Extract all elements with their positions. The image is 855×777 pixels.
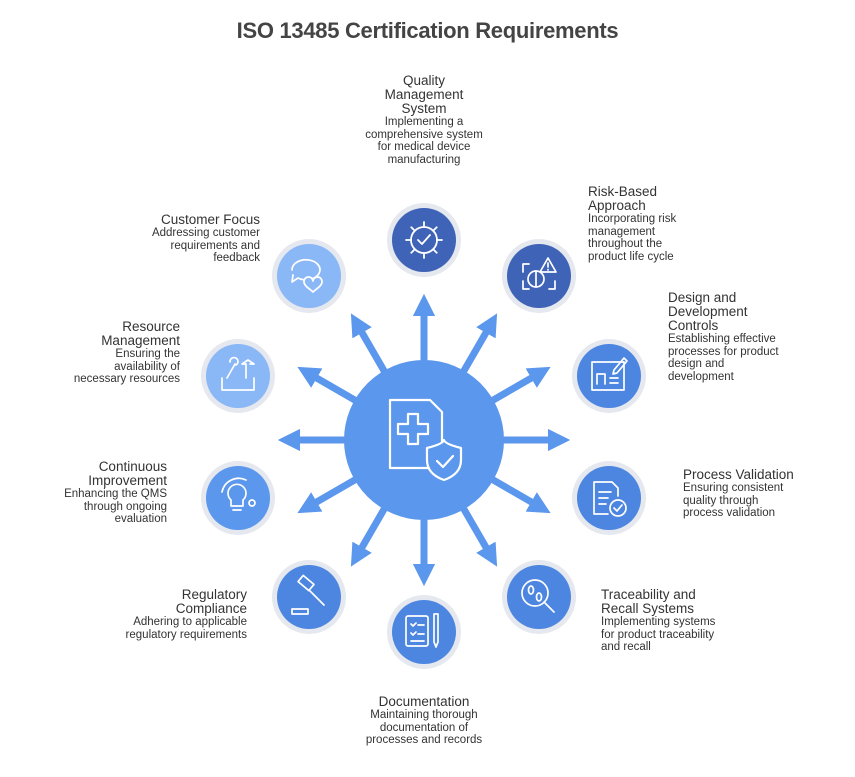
hub-arrow [456, 313, 498, 380]
hub-arrow [350, 313, 392, 380]
node-design-development [572, 339, 646, 413]
diagram-title: ISO 13485 Certification Requirements [236, 18, 619, 43]
gear-check-icon [405, 221, 443, 259]
label-customer-focus: Customer Focus Addressing customer requi… [130, 213, 260, 265]
label-traceability: Traceability and Recall Systems Implemen… [601, 588, 726, 654]
node-title: Traceability and Recall Systems [601, 587, 696, 616]
label-process-validation: Process Validation Ensuring consistent q… [683, 468, 808, 520]
node-title: Process Validation [683, 467, 794, 482]
node-process-validation [572, 461, 646, 535]
node-description: Enhancing the QMS through ongoing evalua… [64, 488, 167, 525]
medical-document-shield-icon [388, 398, 463, 482]
clipboard-pen-icon [405, 613, 439, 648]
node-quality-management [387, 203, 461, 277]
node-description: Establishing effective processes for pro… [668, 333, 779, 383]
node-continuous-improvement [201, 461, 275, 535]
design-pencil-icon [591, 357, 628, 391]
node-title: Risk-Based Approach [588, 184, 658, 213]
label-resource-management: Resource Management Ensuring the availab… [55, 320, 180, 386]
gavel-icon [291, 574, 325, 615]
node-resource-management [201, 339, 275, 413]
label-design-development: Design and Development Controls Establis… [668, 291, 793, 383]
label-risk-based: Risk-Based Approach Incorporating risk m… [588, 185, 693, 263]
node-title: Documentation [378, 694, 470, 709]
node-title: Resource Management [101, 319, 180, 348]
center-hub [344, 360, 504, 520]
lightbulb-cycle-icon [221, 477, 256, 511]
node-description: Implementing systems for product traceab… [601, 616, 716, 653]
hub-arrow [350, 500, 392, 567]
node-description: Maintaining thorough documentation of pr… [365, 709, 483, 746]
risk-warning-icon [522, 257, 557, 290]
node-description: Adhering to applicable regulatory requir… [125, 616, 247, 641]
label-documentation: Documentation Maintaining thorough docum… [349, 695, 499, 747]
node-description: Ensuring the availability of necessary r… [73, 348, 180, 385]
label-regulatory: Regulatory Compliance Adhering to applic… [125, 588, 247, 641]
node-regulatory [272, 560, 346, 634]
toolbox-icon [221, 356, 255, 391]
label-continuous-improvement: Continuous Improvement Enhancing the QMS… [45, 460, 167, 526]
hub-arrow [297, 472, 364, 514]
hub-arrow [484, 366, 551, 408]
node-traceability [502, 560, 576, 634]
node-description: Implementing a comprehensive system for … [365, 116, 483, 166]
node-title: Design and Development Controls [668, 290, 748, 333]
node-title: Customer Focus [160, 212, 260, 227]
node-description: Addressing customer requirements and fee… [151, 227, 260, 264]
node-title: Regulatory Compliance [175, 587, 247, 616]
label-quality-management: Quality Management System Implementing a… [349, 74, 499, 166]
node-risk-based [502, 239, 576, 313]
hub-arrow [297, 366, 364, 408]
node-documentation [387, 595, 461, 669]
hub-arrow [456, 500, 498, 567]
document-check-icon [593, 481, 627, 517]
hub-arrow [484, 472, 551, 514]
node-title: Continuous Improvement [88, 459, 167, 488]
magnifier-footprints-icon [521, 579, 555, 613]
node-description: Ensuring consistent quality through proc… [683, 482, 784, 519]
node-title: Quality Management System [384, 73, 464, 116]
node-customer-focus [272, 239, 346, 313]
node-description: Incorporating risk management throughout… [588, 213, 677, 263]
speech-heart-icon [291, 258, 323, 293]
